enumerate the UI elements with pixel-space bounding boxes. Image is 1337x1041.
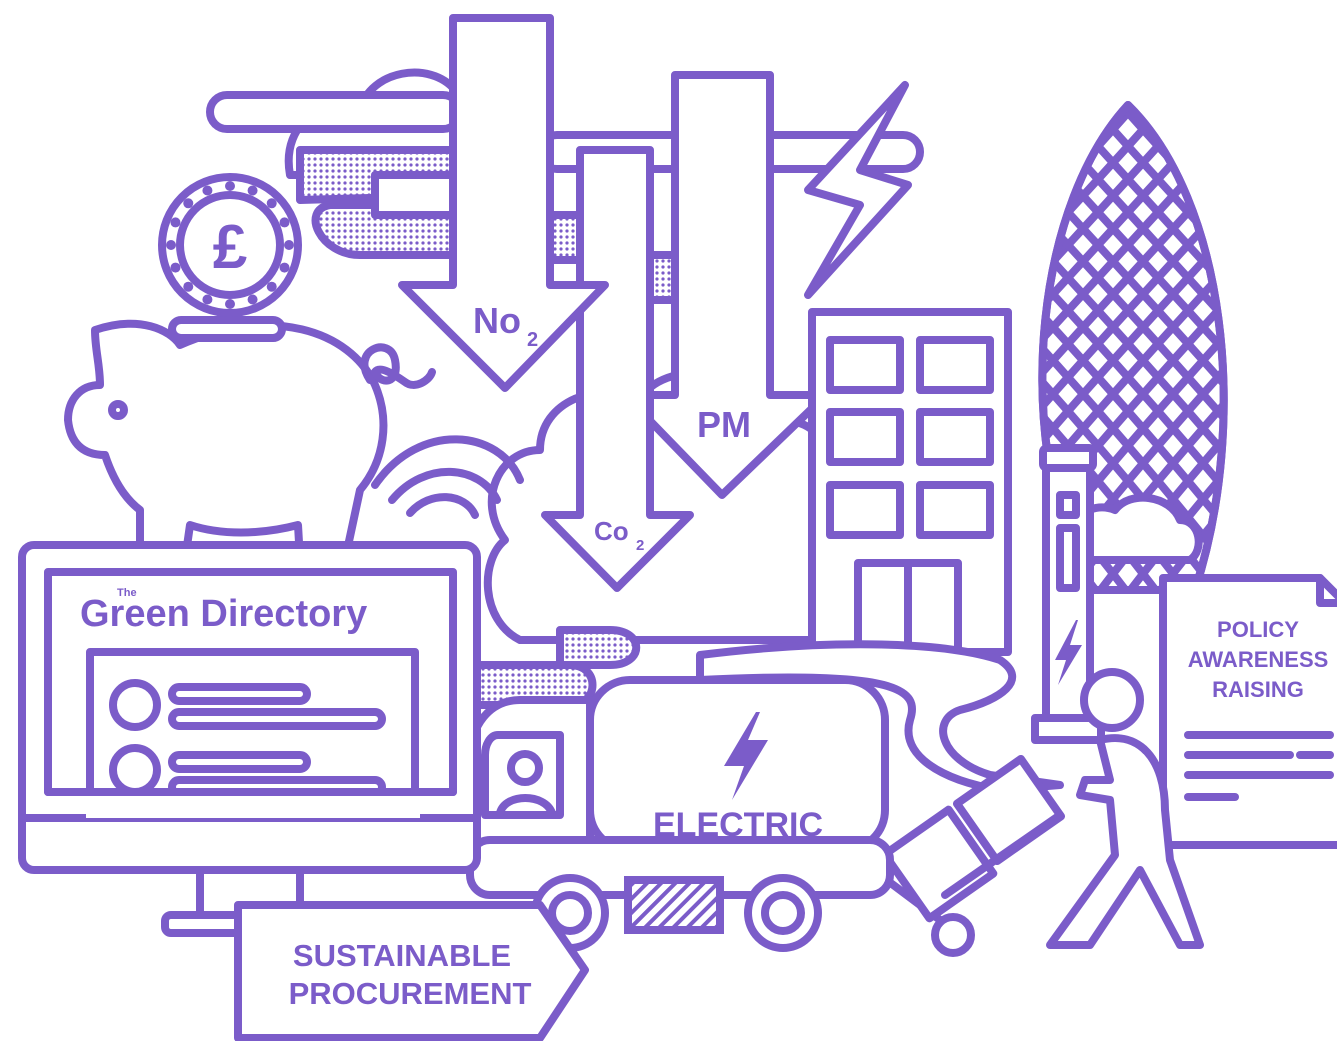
office-building — [808, 308, 1012, 657]
coin-dot — [202, 294, 213, 305]
lightning-icon — [804, 81, 912, 299]
sustainable-procurement-tag: SUSTAINABLE PROCUREMENT — [234, 901, 589, 1041]
coin-dot — [247, 185, 258, 196]
gherkin-grid-line — [1042, 105, 1212, 590]
coin-dot — [247, 294, 258, 305]
delivery-person-icon — [876, 668, 1204, 957]
no2-label: No — [473, 300, 521, 341]
coin-dot — [202, 185, 213, 196]
computer-monitor: The Green Directory — [18, 541, 481, 937]
piggy-bank-icon — [64, 316, 436, 564]
coin-dot — [279, 262, 290, 273]
coin-dot — [170, 262, 181, 273]
co2-arrow: Co 2 — [541, 146, 694, 592]
gherkin-grid-line — [1042, 105, 1224, 590]
coin-dot — [170, 217, 181, 228]
no2-subscript: 2 — [527, 329, 538, 351]
sustainable-line-2: PROCUREMENT — [289, 976, 532, 1011]
policy-line-2: AWARENESS — [1188, 647, 1329, 672]
gherkin-grid-line — [1074, 105, 1224, 590]
gherkin-grid-line — [1044, 105, 1224, 590]
directory-title: Green Directory — [80, 593, 367, 635]
coin-dot — [266, 198, 277, 209]
pm-arrow: PM — [621, 71, 830, 499]
gherkin-grid-line — [1288, 90, 1337, 620]
policy-document: POLICY AWARENESS RAISING — [1159, 574, 1337, 849]
gherkin-grid-line — [1042, 105, 1224, 590]
coin-dot — [225, 299, 235, 309]
coin-dot — [183, 198, 194, 209]
co2-subscript: 2 — [636, 537, 644, 554]
gherkin-grid-line — [1042, 105, 1224, 590]
pm-label: PM — [697, 404, 751, 445]
policy-line-3: RAISING — [1212, 677, 1304, 702]
pound-symbol: £ — [213, 213, 247, 282]
pound-coin-icon: £ — [158, 173, 302, 317]
directory-small-label: The — [117, 587, 137, 599]
sustainable-line-1: SUSTAINABLE — [293, 938, 511, 973]
gherkin-grid-line — [1228, 90, 1337, 620]
coin-dot — [279, 217, 290, 228]
wifi-icon — [371, 435, 524, 519]
electric-label: ELECTRIC — [653, 806, 823, 844]
charging-station-icon — [1031, 444, 1105, 744]
coin-dot — [166, 240, 176, 250]
gherkin-grid-line — [1042, 105, 1224, 590]
policy-line-1: POLICY — [1217, 617, 1299, 642]
coin-dot — [183, 281, 194, 292]
no2-arrow: No 2 — [398, 14, 609, 392]
gherkin-grid-line — [1258, 90, 1337, 620]
coin-dot — [225, 181, 235, 191]
electric-delivery-truck: ELECTRIC — [431, 626, 894, 952]
coin-dot — [266, 281, 277, 292]
gherkin-grid-line — [1042, 105, 1224, 590]
coin-dot — [284, 240, 294, 250]
co2-label: Co — [594, 516, 629, 546]
gherkin-grid-line — [1228, 90, 1337, 620]
gherkin-grid-line — [1042, 105, 1182, 590]
road — [696, 640, 1064, 794]
